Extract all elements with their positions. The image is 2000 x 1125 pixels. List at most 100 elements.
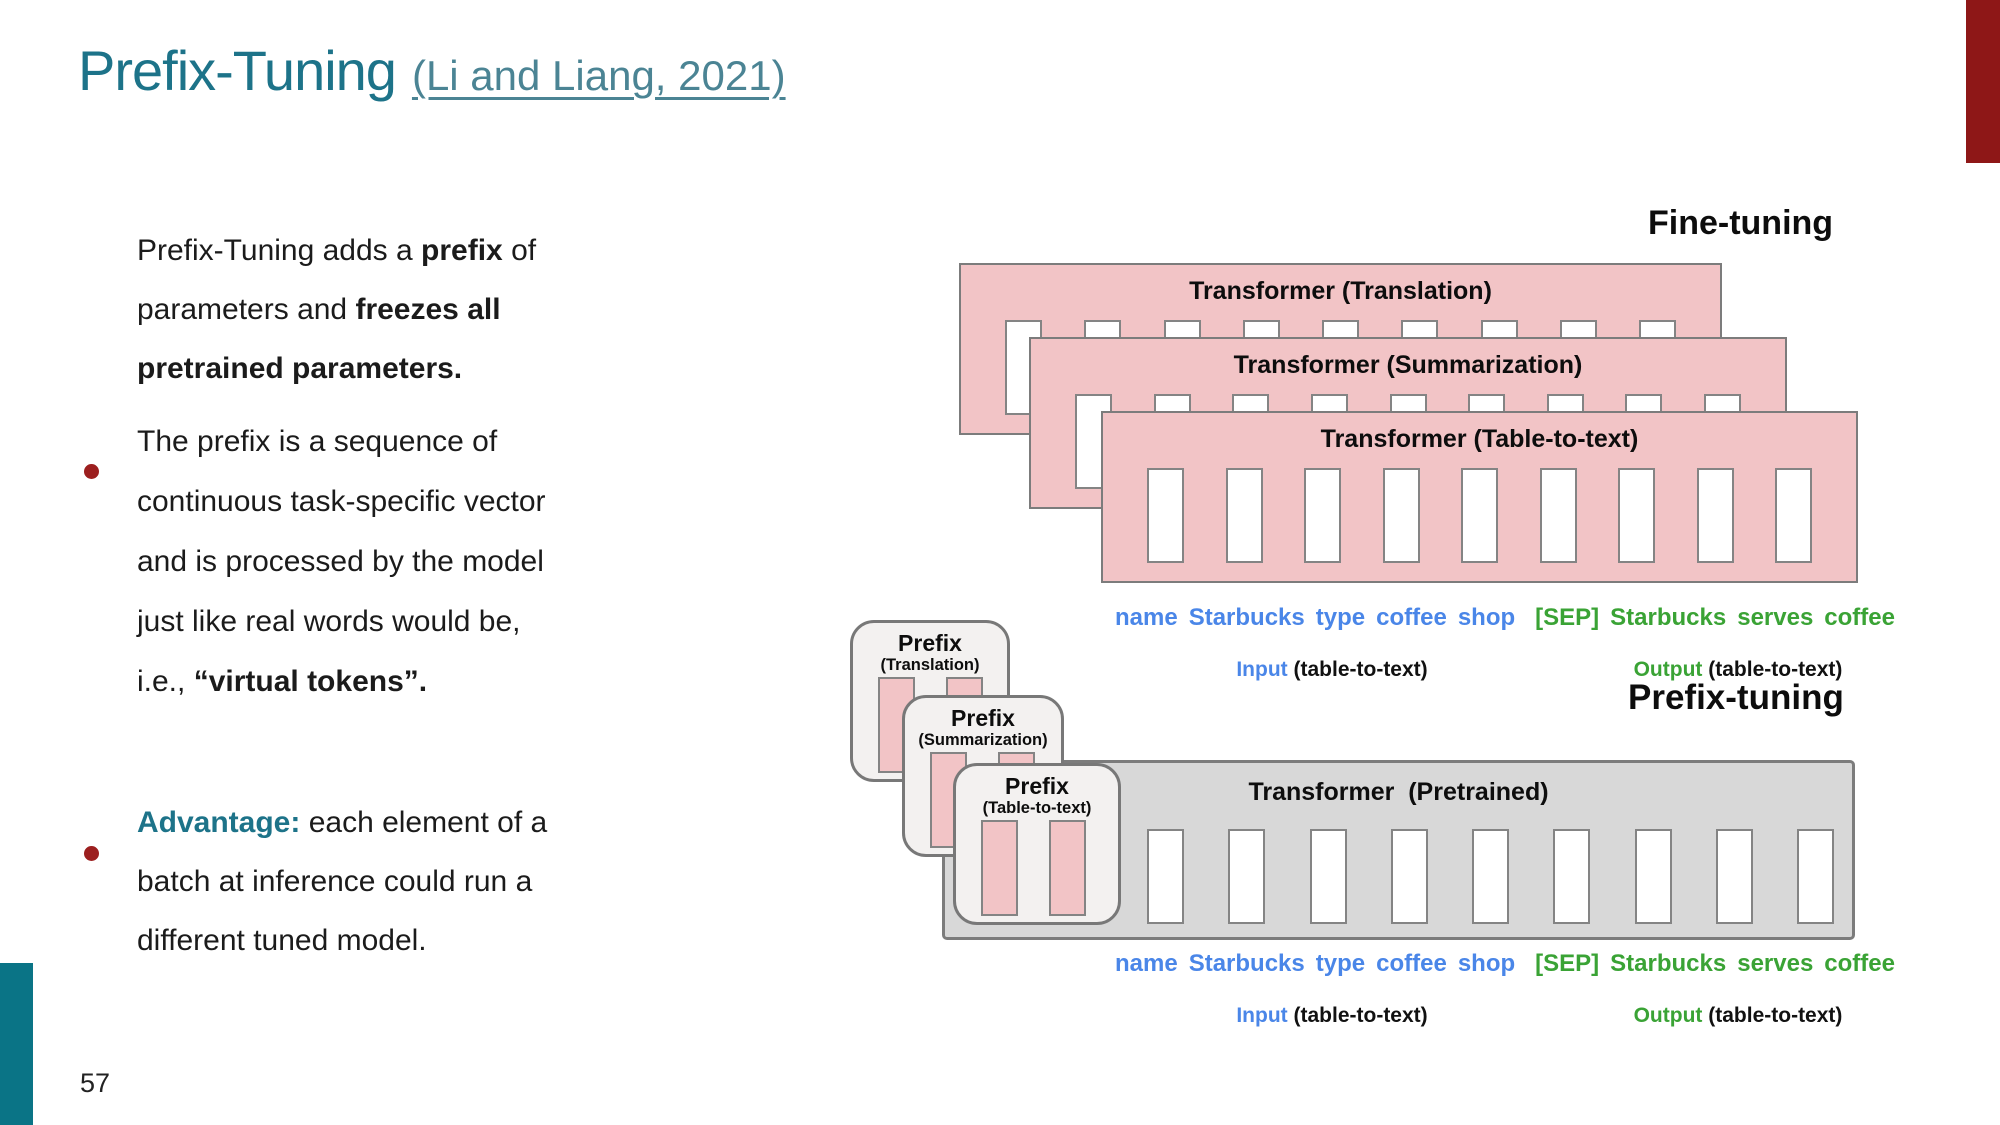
token-slot bbox=[1472, 829, 1509, 924]
output-token: Starbucks bbox=[1610, 950, 1727, 977]
token-slot bbox=[1461, 468, 1498, 563]
input-token: coffee bbox=[1376, 604, 1447, 631]
prefix-tuning-label: Prefix-tuning bbox=[1628, 678, 1844, 717]
token-slot bbox=[1797, 829, 1834, 924]
text-segment-bold: “virtual tokens”. bbox=[193, 665, 428, 698]
input-label: Input bbox=[1236, 658, 1288, 681]
token-sequence: name Starbucks type coffee shop [SEP] St… bbox=[1110, 950, 1900, 978]
input-token: name bbox=[1115, 950, 1178, 977]
bullet-line: different tuned model. bbox=[137, 924, 427, 957]
transformer-box-title: Transformer (Summarization) bbox=[1233, 351, 1583, 379]
transformer-box-title: Transformer (Table-to-text) bbox=[1320, 425, 1639, 453]
prefix-vector-bar bbox=[1049, 820, 1086, 916]
prefix-card-title: Prefix bbox=[951, 705, 1015, 731]
bullet-line: The prefix is a sequence of bbox=[137, 425, 498, 458]
bullet-text: The prefix is a sequence of continuous t… bbox=[137, 412, 737, 712]
token-slot-row bbox=[1147, 468, 1812, 563]
text-segment: each element of a bbox=[300, 806, 548, 839]
transformer-box-title: Transformer (Translation) bbox=[1189, 277, 1492, 305]
bullet-line: parameters and freezes all bbox=[137, 280, 737, 339]
prefix-card-subtitle: (Table-to-text) bbox=[982, 799, 1092, 817]
text-segment-bold: freezes all bbox=[355, 293, 501, 326]
top-right-accent-bar bbox=[1966, 0, 2000, 163]
sep-token: [SEP] bbox=[1535, 950, 1600, 977]
token-slot bbox=[1147, 468, 1184, 563]
token-slot bbox=[1225, 468, 1263, 563]
output-label: Output bbox=[1633, 1004, 1703, 1027]
prefix-card-subtitle: (Summarization) bbox=[918, 731, 1048, 749]
input-note: (table-to-text) bbox=[1293, 658, 1428, 681]
prefix-card-title: Prefix bbox=[1005, 773, 1069, 799]
output-token: Starbucks bbox=[1610, 604, 1727, 631]
input-token: name bbox=[1115, 604, 1178, 631]
sep-token: [SEP] bbox=[1535, 604, 1600, 631]
bullet-text: Advantage: each element of a batch at in… bbox=[137, 793, 737, 970]
transformer-box-table-to-text: Transformer (Table-to-text) bbox=[1101, 411, 1858, 583]
input-note: (table-to-text) bbox=[1293, 1004, 1428, 1027]
advantage-keyword: Advantage: bbox=[137, 806, 301, 839]
output-token: serves bbox=[1737, 604, 1814, 631]
prefix-card-subtitle: (Translation) bbox=[880, 656, 980, 674]
token-slot bbox=[1309, 829, 1347, 924]
bullet-line: and is processed by the model bbox=[137, 545, 544, 578]
token-slot bbox=[1228, 829, 1266, 924]
output-label: Output bbox=[1633, 658, 1703, 681]
input-token: type bbox=[1315, 604, 1366, 631]
token-slot bbox=[1715, 829, 1753, 924]
output-caption: Output (table-to-text) bbox=[1634, 658, 1843, 682]
token-slot bbox=[1775, 468, 1812, 563]
token-slot bbox=[1382, 468, 1420, 563]
token-slot bbox=[1539, 468, 1577, 563]
bottom-left-accent-bar bbox=[0, 963, 33, 1125]
input-caption: Input (table-to-text) bbox=[1236, 1004, 1427, 1028]
bullet-text: Prefix-Tuning adds a prefix of parameter… bbox=[137, 221, 737, 398]
input-token: Starbucks bbox=[1188, 950, 1305, 977]
input-token: shop bbox=[1457, 950, 1516, 977]
pretrained-transformer-title: Transformer (Pretrained) bbox=[1248, 778, 1549, 806]
bullet-line: batch at inference could run a bbox=[137, 865, 533, 898]
citation-link[interactable]: (Li and Liang, 2021) bbox=[411, 52, 786, 99]
bullet-dot bbox=[84, 846, 99, 861]
token-sequence: name Starbucks type coffee shop [SEP] St… bbox=[1110, 604, 1900, 632]
output-note: (table-to-text) bbox=[1708, 1004, 1843, 1027]
input-token: type bbox=[1315, 950, 1366, 977]
bullet-line: Prefix-Tuning adds a prefix of bbox=[137, 221, 737, 280]
bullet-line: continuous task-specific vector bbox=[137, 485, 546, 518]
input-caption: Input (table-to-text) bbox=[1236, 658, 1427, 682]
text-segment-bold: prefix bbox=[421, 234, 503, 267]
page-title: Prefix-Tuning bbox=[78, 39, 397, 102]
fine-tuning-label: Fine-tuning bbox=[1648, 204, 1834, 242]
prefix-vector-bar bbox=[981, 820, 1018, 916]
output-token: serves bbox=[1737, 950, 1814, 977]
input-token: Starbucks bbox=[1188, 604, 1305, 631]
text-segment: of bbox=[502, 234, 537, 267]
slide-header: Prefix-Tuning (Li and Liang, 2021) bbox=[78, 38, 786, 103]
token-slot bbox=[1304, 468, 1341, 563]
token-slot-row bbox=[1147, 829, 1834, 924]
token-slot bbox=[1390, 829, 1428, 924]
input-token: coffee bbox=[1376, 950, 1447, 977]
bullet-dot bbox=[84, 464, 99, 479]
input-label: Input bbox=[1236, 1004, 1288, 1027]
bullet-line: Advantage: each element of a bbox=[137, 793, 737, 852]
text-segment: parameters and bbox=[137, 293, 356, 326]
output-note: (table-to-text) bbox=[1708, 658, 1843, 681]
token-slot bbox=[1696, 468, 1734, 563]
bullet-line: i.e., “virtual tokens”. bbox=[137, 652, 737, 712]
bullet-line: pretrained parameters. bbox=[137, 339, 737, 398]
page-number: 57 bbox=[80, 1068, 111, 1098]
output-token: coffee bbox=[1824, 950, 1895, 977]
token-slot bbox=[1553, 829, 1591, 924]
output-token: coffee bbox=[1824, 604, 1895, 631]
token-slot bbox=[1618, 468, 1655, 563]
text-segment: Prefix-Tuning adds a bbox=[137, 234, 422, 267]
bullet-line: just like real words would be, bbox=[137, 605, 521, 638]
prefix-card-table-to-text: Prefix (Table-to-text) bbox=[953, 763, 1121, 925]
token-slot bbox=[1634, 829, 1672, 924]
token-slot bbox=[1147, 829, 1184, 924]
prefix-card-title: Prefix bbox=[898, 630, 962, 656]
text-segment: i.e., bbox=[137, 665, 194, 698]
output-caption: Output (table-to-text) bbox=[1634, 1004, 1843, 1028]
text-segment-bold: pretrained parameters. bbox=[137, 352, 463, 385]
